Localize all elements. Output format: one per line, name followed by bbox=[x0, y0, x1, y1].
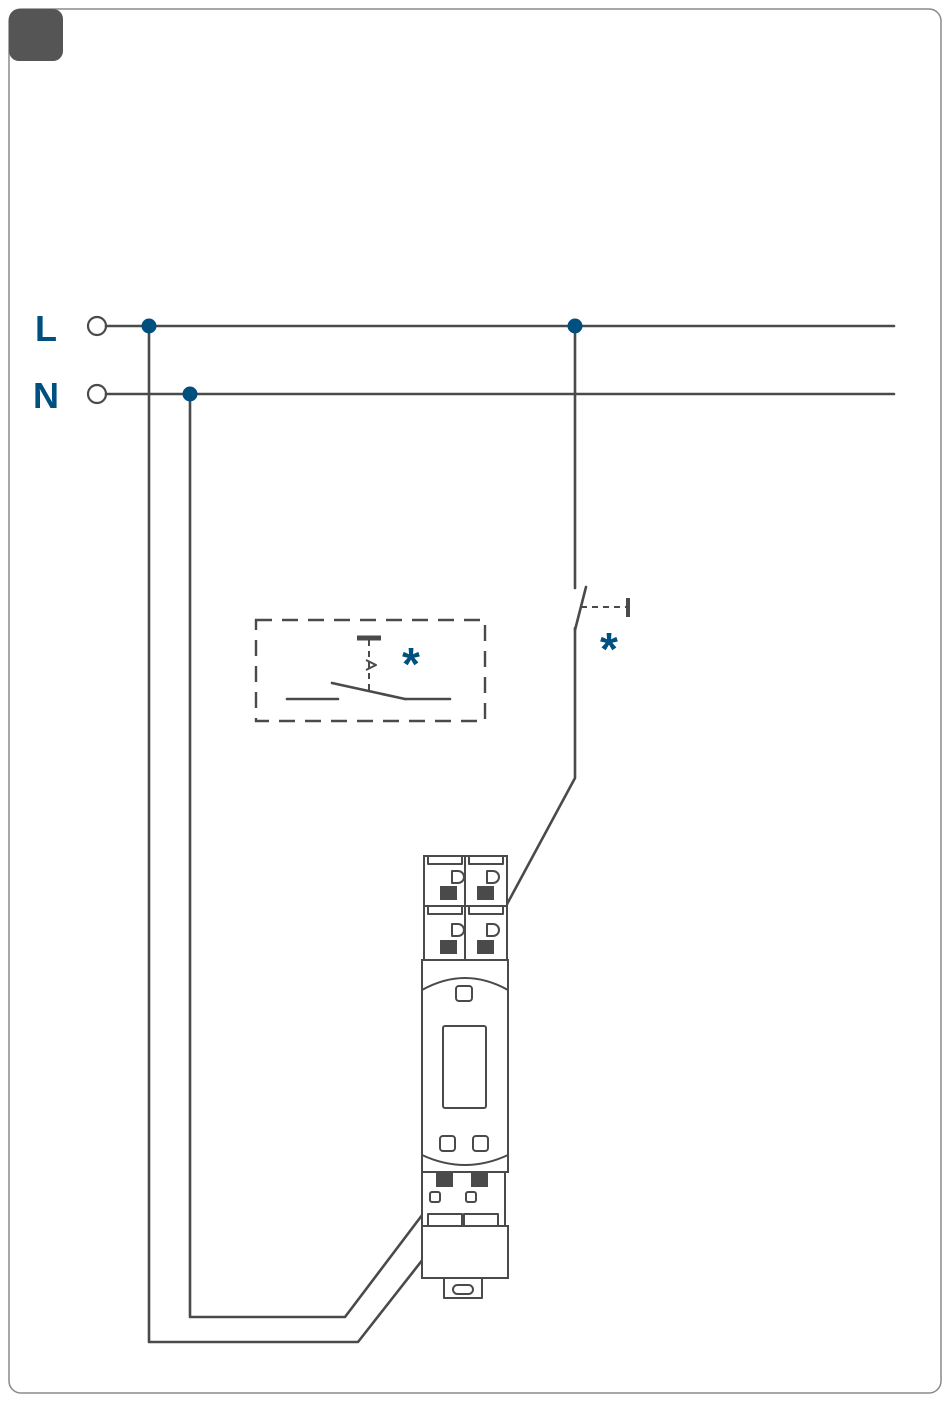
live-label: L bbox=[35, 308, 57, 349]
switch-asterisk: * bbox=[600, 623, 618, 675]
step-badge bbox=[9, 9, 63, 61]
neutral-terminal bbox=[88, 385, 106, 403]
optional-push-button bbox=[256, 620, 485, 721]
neutral-junction bbox=[183, 387, 198, 402]
live-junction-right bbox=[568, 319, 583, 334]
push-button-asterisk: * bbox=[402, 638, 420, 690]
neutral-feed-wire bbox=[190, 394, 435, 1317]
live-junction-left bbox=[142, 319, 157, 334]
din-rail-device bbox=[422, 856, 508, 1298]
switch-blade bbox=[575, 587, 586, 630]
live-terminal bbox=[88, 317, 106, 335]
neutral-label: N bbox=[33, 375, 59, 416]
